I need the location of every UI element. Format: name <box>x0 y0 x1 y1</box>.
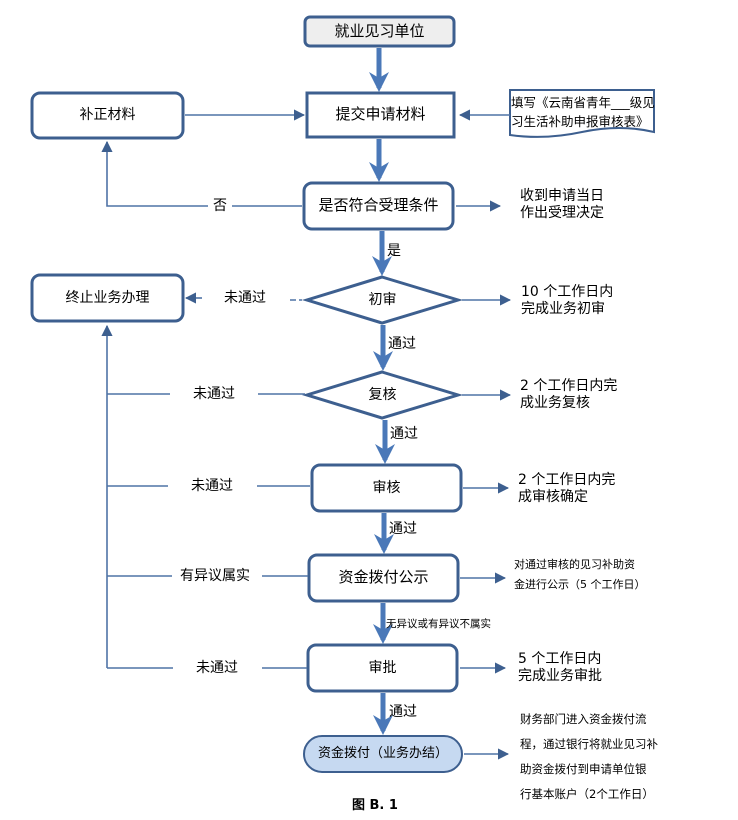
edge-label-no: 否 <box>213 198 227 214</box>
node-end: 资金拨付（业务办结） <box>317 746 448 761</box>
node-publicity: 资金拨付公示 <box>338 568 429 586</box>
figure-caption: 图 B. 1 <box>352 798 398 813</box>
node-initial-review: 初审 <box>368 292 397 308</box>
note-re-review-line-2: 成业务复核 <box>520 395 590 411</box>
edge-label-fail-audit: 未通过 <box>191 478 233 494</box>
node-terminate: 终止业务办理 <box>65 290 150 306</box>
node-re-review: 复核 <box>368 387 397 403</box>
node-form-doc-line-2: 习生活补助申报审核表》 <box>511 114 649 129</box>
node-approval: 审批 <box>368 660 397 676</box>
note-initial-line-2: 完成业务初审 <box>521 301 605 317</box>
node-approval-shape <box>306 643 459 693</box>
note-re-review-line-1: 2 个工作日内完 <box>520 378 618 394</box>
node-check: 是否符合受理条件 <box>318 196 439 214</box>
note-end-line-4: 行基本账户（2个工作日） <box>520 787 654 801</box>
node-publicity-shape <box>307 553 460 603</box>
note-approval-line-2: 完成业务审批 <box>518 668 602 684</box>
edge-label-fail-initial: 未通过 <box>224 290 266 306</box>
note-check-line-1: 收到申请当日 <box>520 188 604 204</box>
edge-label-pass-2: 通过 <box>390 426 418 442</box>
node-re-review-shape <box>301 370 464 420</box>
node-start-shape <box>303 15 456 48</box>
node-audit: 审核 <box>372 480 401 496</box>
note-audit-line-2: 成审核确定 <box>518 489 588 505</box>
edge-label-pass-4: 通过 <box>389 704 417 720</box>
node-submit-shape <box>305 91 456 139</box>
note-publicity-line-2: 金进行公示（5 个工作日） <box>514 578 646 591</box>
edge-label-pass-3: 通过 <box>389 521 417 537</box>
node-form-doc-shape <box>509 89 655 138</box>
note-end-line-2: 程，通过银行将就业见习补 <box>520 737 658 751</box>
node-start: 就业见习单位 <box>334 22 425 40</box>
node-initial-review-shape <box>301 275 464 325</box>
node-check-shape <box>302 181 455 231</box>
edge-label-pass-1: 通过 <box>388 336 416 352</box>
edge-label-yes: 是 <box>387 243 401 259</box>
note-approval-line-1: 5 个工作日内 <box>518 651 602 667</box>
edge-label-fail-re-review: 未通过 <box>193 386 235 402</box>
note-check-line-2: 作出受理决定 <box>520 205 604 221</box>
note-end-line-1: 财务部门进入资金拨付流 <box>520 712 647 726</box>
note-initial-line-1: 10 个工作日内 <box>521 284 614 300</box>
node-supplement: 补正材料 <box>79 107 136 123</box>
node-end-shape <box>303 735 463 773</box>
node-form-doc-line-1: 填写《云南省青年___级见 <box>511 95 655 110</box>
edge-label-objection-true: 有异议属实 <box>180 568 250 584</box>
note-publicity-line-1: 对通过审核的见习补助资 <box>514 558 635 571</box>
arrow-check-to-supplement-2 <box>101 140 208 207</box>
node-terminate-shape <box>30 273 185 323</box>
node-audit-shape <box>310 463 463 513</box>
node-supplement-shape <box>30 91 185 140</box>
node-submit: 提交申请材料 <box>335 105 426 123</box>
edge-label-fail-approval: 未通过 <box>196 660 238 676</box>
note-end-line-3: 助资金拨付到申请单位银 <box>520 762 647 776</box>
note-audit-line-1: 2 个工作日内完 <box>518 472 616 488</box>
edge-label-no-objection: 无异议或有异议不属实 <box>386 618 491 630</box>
